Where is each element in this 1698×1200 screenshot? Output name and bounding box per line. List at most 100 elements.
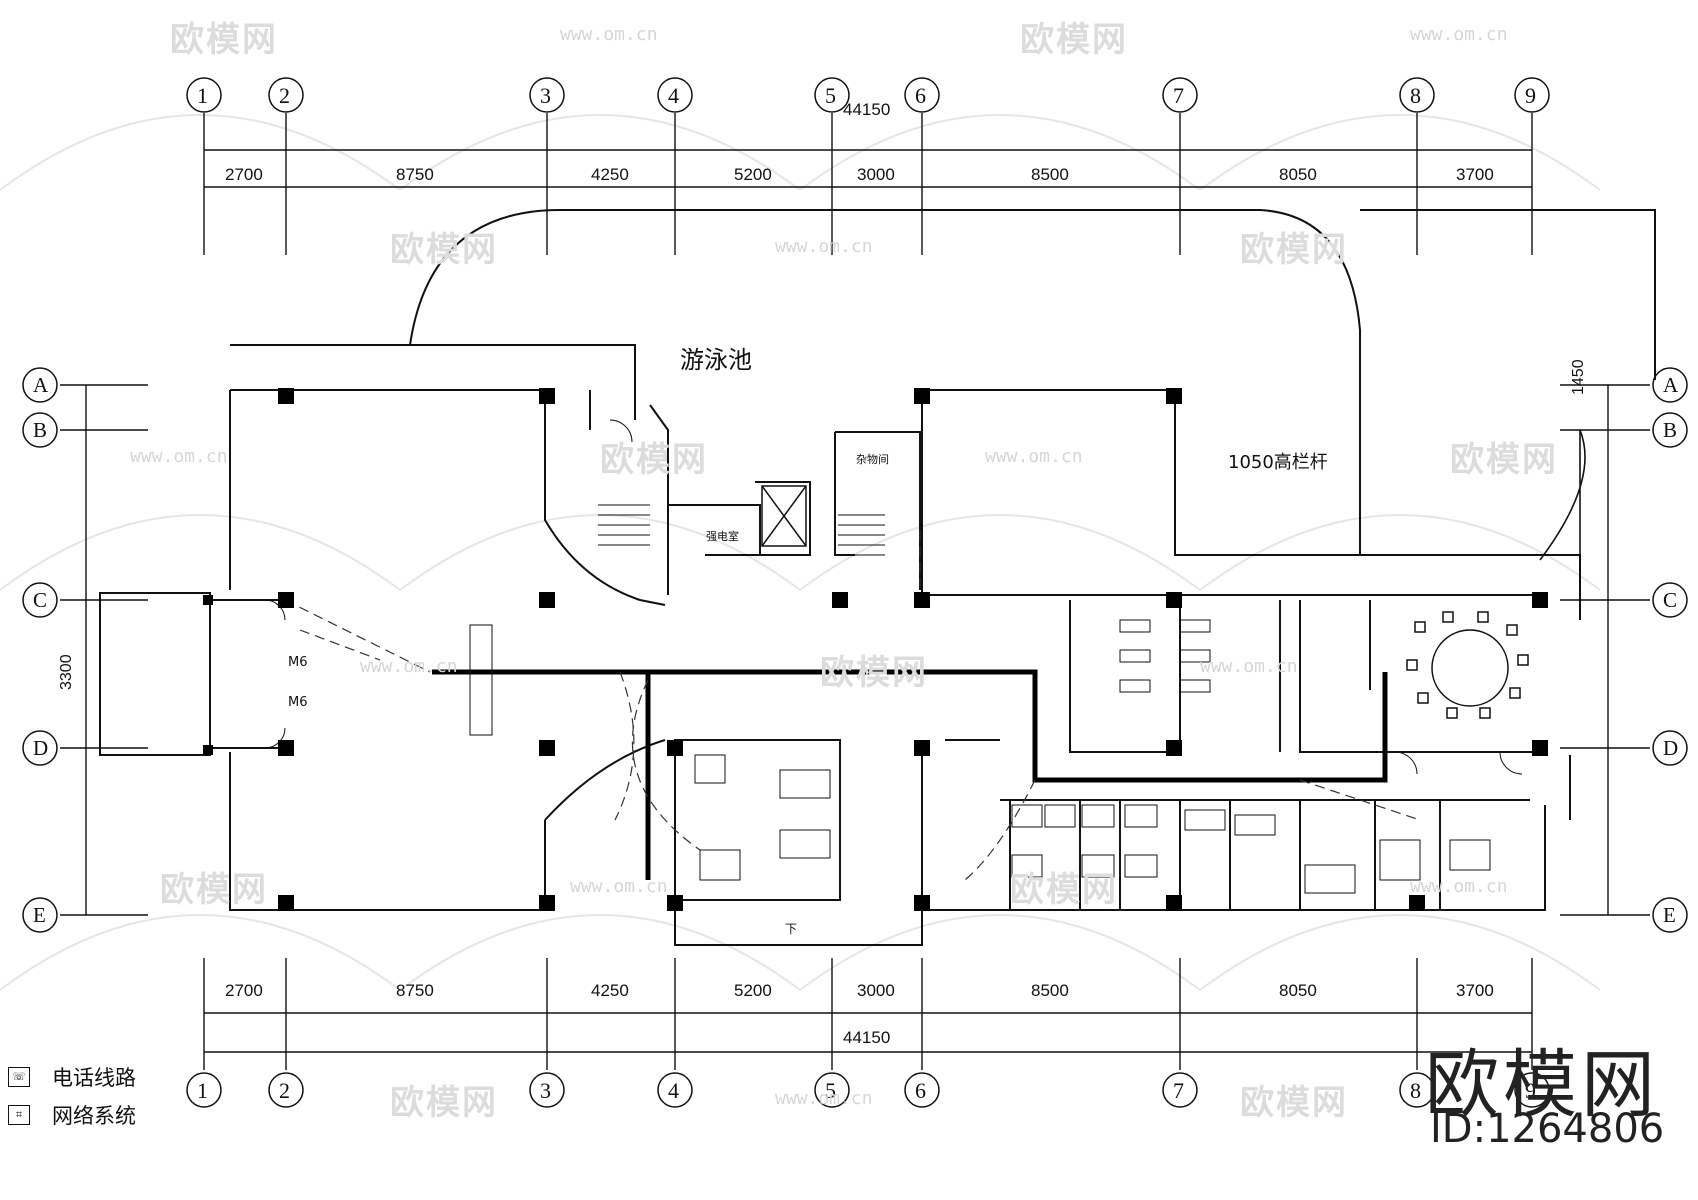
network-trunk-line	[432, 669, 1388, 880]
watermark-url: www.om.cn	[570, 876, 668, 897]
north-spacing-7: 8050	[1279, 165, 1317, 184]
col-label-s-7: 7	[1173, 1078, 1184, 1103]
dimension-west-east	[60, 384, 1650, 916]
watermark-logo: 欧模网	[170, 20, 278, 60]
watermark-url: www.om.cn	[130, 446, 228, 467]
down-label: 下	[785, 922, 798, 936]
watermark-logo: 欧模网	[600, 440, 708, 480]
elevator-shaft	[761, 485, 807, 547]
row-label-e-C: C	[1663, 588, 1678, 612]
door-label-1: M6	[288, 655, 308, 670]
watermark-url: www.om.cn	[1410, 876, 1508, 897]
model-id: ID:1264806	[1430, 1106, 1665, 1152]
south-spacing-8: 3700	[1456, 981, 1494, 1000]
legend-label-phone: 电话线路	[52, 1066, 136, 1090]
dimension-south	[203, 958, 1533, 1070]
north-spacing-8: 3700	[1456, 165, 1494, 184]
watermark-logo: 欧模网	[390, 1083, 498, 1123]
watermark-logo: 欧模网	[820, 653, 928, 693]
row-label-e-E: E	[1663, 903, 1676, 927]
row-label-w-B: B	[33, 418, 48, 442]
brand-logo: 欧模网	[1425, 1042, 1659, 1128]
watermark-logo: 欧模网	[1010, 870, 1118, 910]
watermark-logo: 欧模网	[1020, 20, 1128, 60]
railing	[1174, 390, 1586, 561]
watermark-url: www.om.cn	[1200, 656, 1298, 677]
col-label-n-6: 6	[915, 83, 926, 108]
grid-bubbles-south	[186, 1072, 1550, 1108]
watermark-logo: 欧模网	[160, 870, 268, 910]
legend-item-network: ⌗ 网络系统	[8, 1096, 136, 1134]
structural-columns	[203, 388, 1548, 911]
south-spacing-5: 3000	[857, 981, 895, 1000]
north-spacing-3: 4250	[591, 165, 629, 184]
legend-item-phone: ☏ 电话线路	[8, 1058, 136, 1096]
col-label-s-3: 3	[540, 1078, 551, 1103]
railing-label: 1050高栏杆	[1228, 452, 1328, 473]
col-label-s-2: 2	[279, 1078, 290, 1103]
col-label-n-9: 9	[1525, 83, 1536, 108]
col-label-n-7: 7	[1173, 83, 1184, 108]
south-spacing-7: 8050	[1279, 981, 1317, 1000]
watermark-logo: 欧模网	[1240, 230, 1348, 270]
col-label-n-5: 5	[825, 83, 836, 108]
south-spacing-6: 8500	[1031, 981, 1069, 1000]
north-spacing-5: 3000	[857, 165, 895, 184]
dimension-north	[203, 113, 1533, 255]
watermark-logo: 欧模网	[1240, 1083, 1348, 1123]
building-walls	[99, 209, 1656, 946]
col-label-n-8: 8	[1410, 83, 1421, 108]
col-label-s-5: 5	[825, 1078, 836, 1103]
phone-outlet-icon: ☏	[8, 1067, 30, 1087]
watermark-url: www.om.cn	[775, 236, 873, 257]
row-label-e-A: A	[1663, 373, 1679, 397]
grid-bubbles-north	[186, 77, 1550, 113]
col-label-s-4: 4	[668, 1078, 679, 1103]
legend: ☏ 电话线路 ⌗ 网络系统	[8, 1058, 136, 1134]
row-label-w-E: E	[33, 903, 46, 927]
power-room-label: 强电室	[706, 530, 739, 543]
store-room-label: 杂物间	[856, 453, 889, 466]
door-swings	[264, 419, 1523, 775]
col-label-n-2: 2	[279, 83, 290, 108]
round-table	[1406, 611, 1529, 719]
row-label-e-B: B	[1663, 418, 1678, 442]
col-label-n-3: 3	[540, 83, 551, 108]
watermark-url: www.om.cn	[1410, 24, 1508, 45]
south-spacing-4: 5200	[734, 981, 772, 1000]
pool-label: 游泳池	[680, 346, 752, 374]
watermark-logo: 欧模网	[390, 230, 498, 270]
north-spacing-6: 8500	[1031, 165, 1069, 184]
watermark-logo: 欧模网	[1450, 440, 1558, 480]
legend-label-network: 网络系统	[52, 1104, 136, 1128]
row-label-w-D: D	[33, 736, 49, 760]
watermark-url: www.om.cn	[985, 446, 1083, 467]
network-outlet-icon: ⌗	[8, 1105, 30, 1125]
north-total-dim: 44150	[843, 100, 891, 119]
col-label-s-8: 8	[1410, 1078, 1421, 1103]
col-label-n-4: 4	[668, 83, 679, 108]
stair-left	[598, 504, 650, 546]
south-spacing-1: 2700	[225, 981, 263, 1000]
col-label-s-1: 1	[197, 1078, 208, 1103]
col-label-s-9: 9	[1525, 1078, 1536, 1103]
col-label-s-6: 6	[915, 1078, 926, 1103]
door-label-2: M6	[288, 695, 308, 710]
row-label-w-A: A	[33, 373, 49, 397]
south-total-dim: 44150	[843, 1028, 891, 1047]
col-label-n-1: 1	[197, 83, 208, 108]
phone-branch-lines	[284, 530, 1421, 881]
row-label-e-D: D	[1663, 736, 1679, 760]
row-label-w-C: C	[33, 588, 48, 612]
grid-bubbles-rows	[22, 367, 1688, 933]
south-spacing-3: 4250	[591, 981, 629, 1000]
row-dim-right: 1450	[1570, 359, 1587, 395]
north-spacing-1: 2700	[225, 165, 263, 184]
stair-right	[838, 514, 885, 556]
north-spacing-4: 5200	[734, 165, 772, 184]
watermark-url: www.om.cn	[360, 656, 458, 677]
watermark-url: www.om.cn	[775, 1088, 873, 1109]
south-spacing-2: 8750	[396, 981, 434, 1000]
office-furniture	[469, 619, 1491, 894]
